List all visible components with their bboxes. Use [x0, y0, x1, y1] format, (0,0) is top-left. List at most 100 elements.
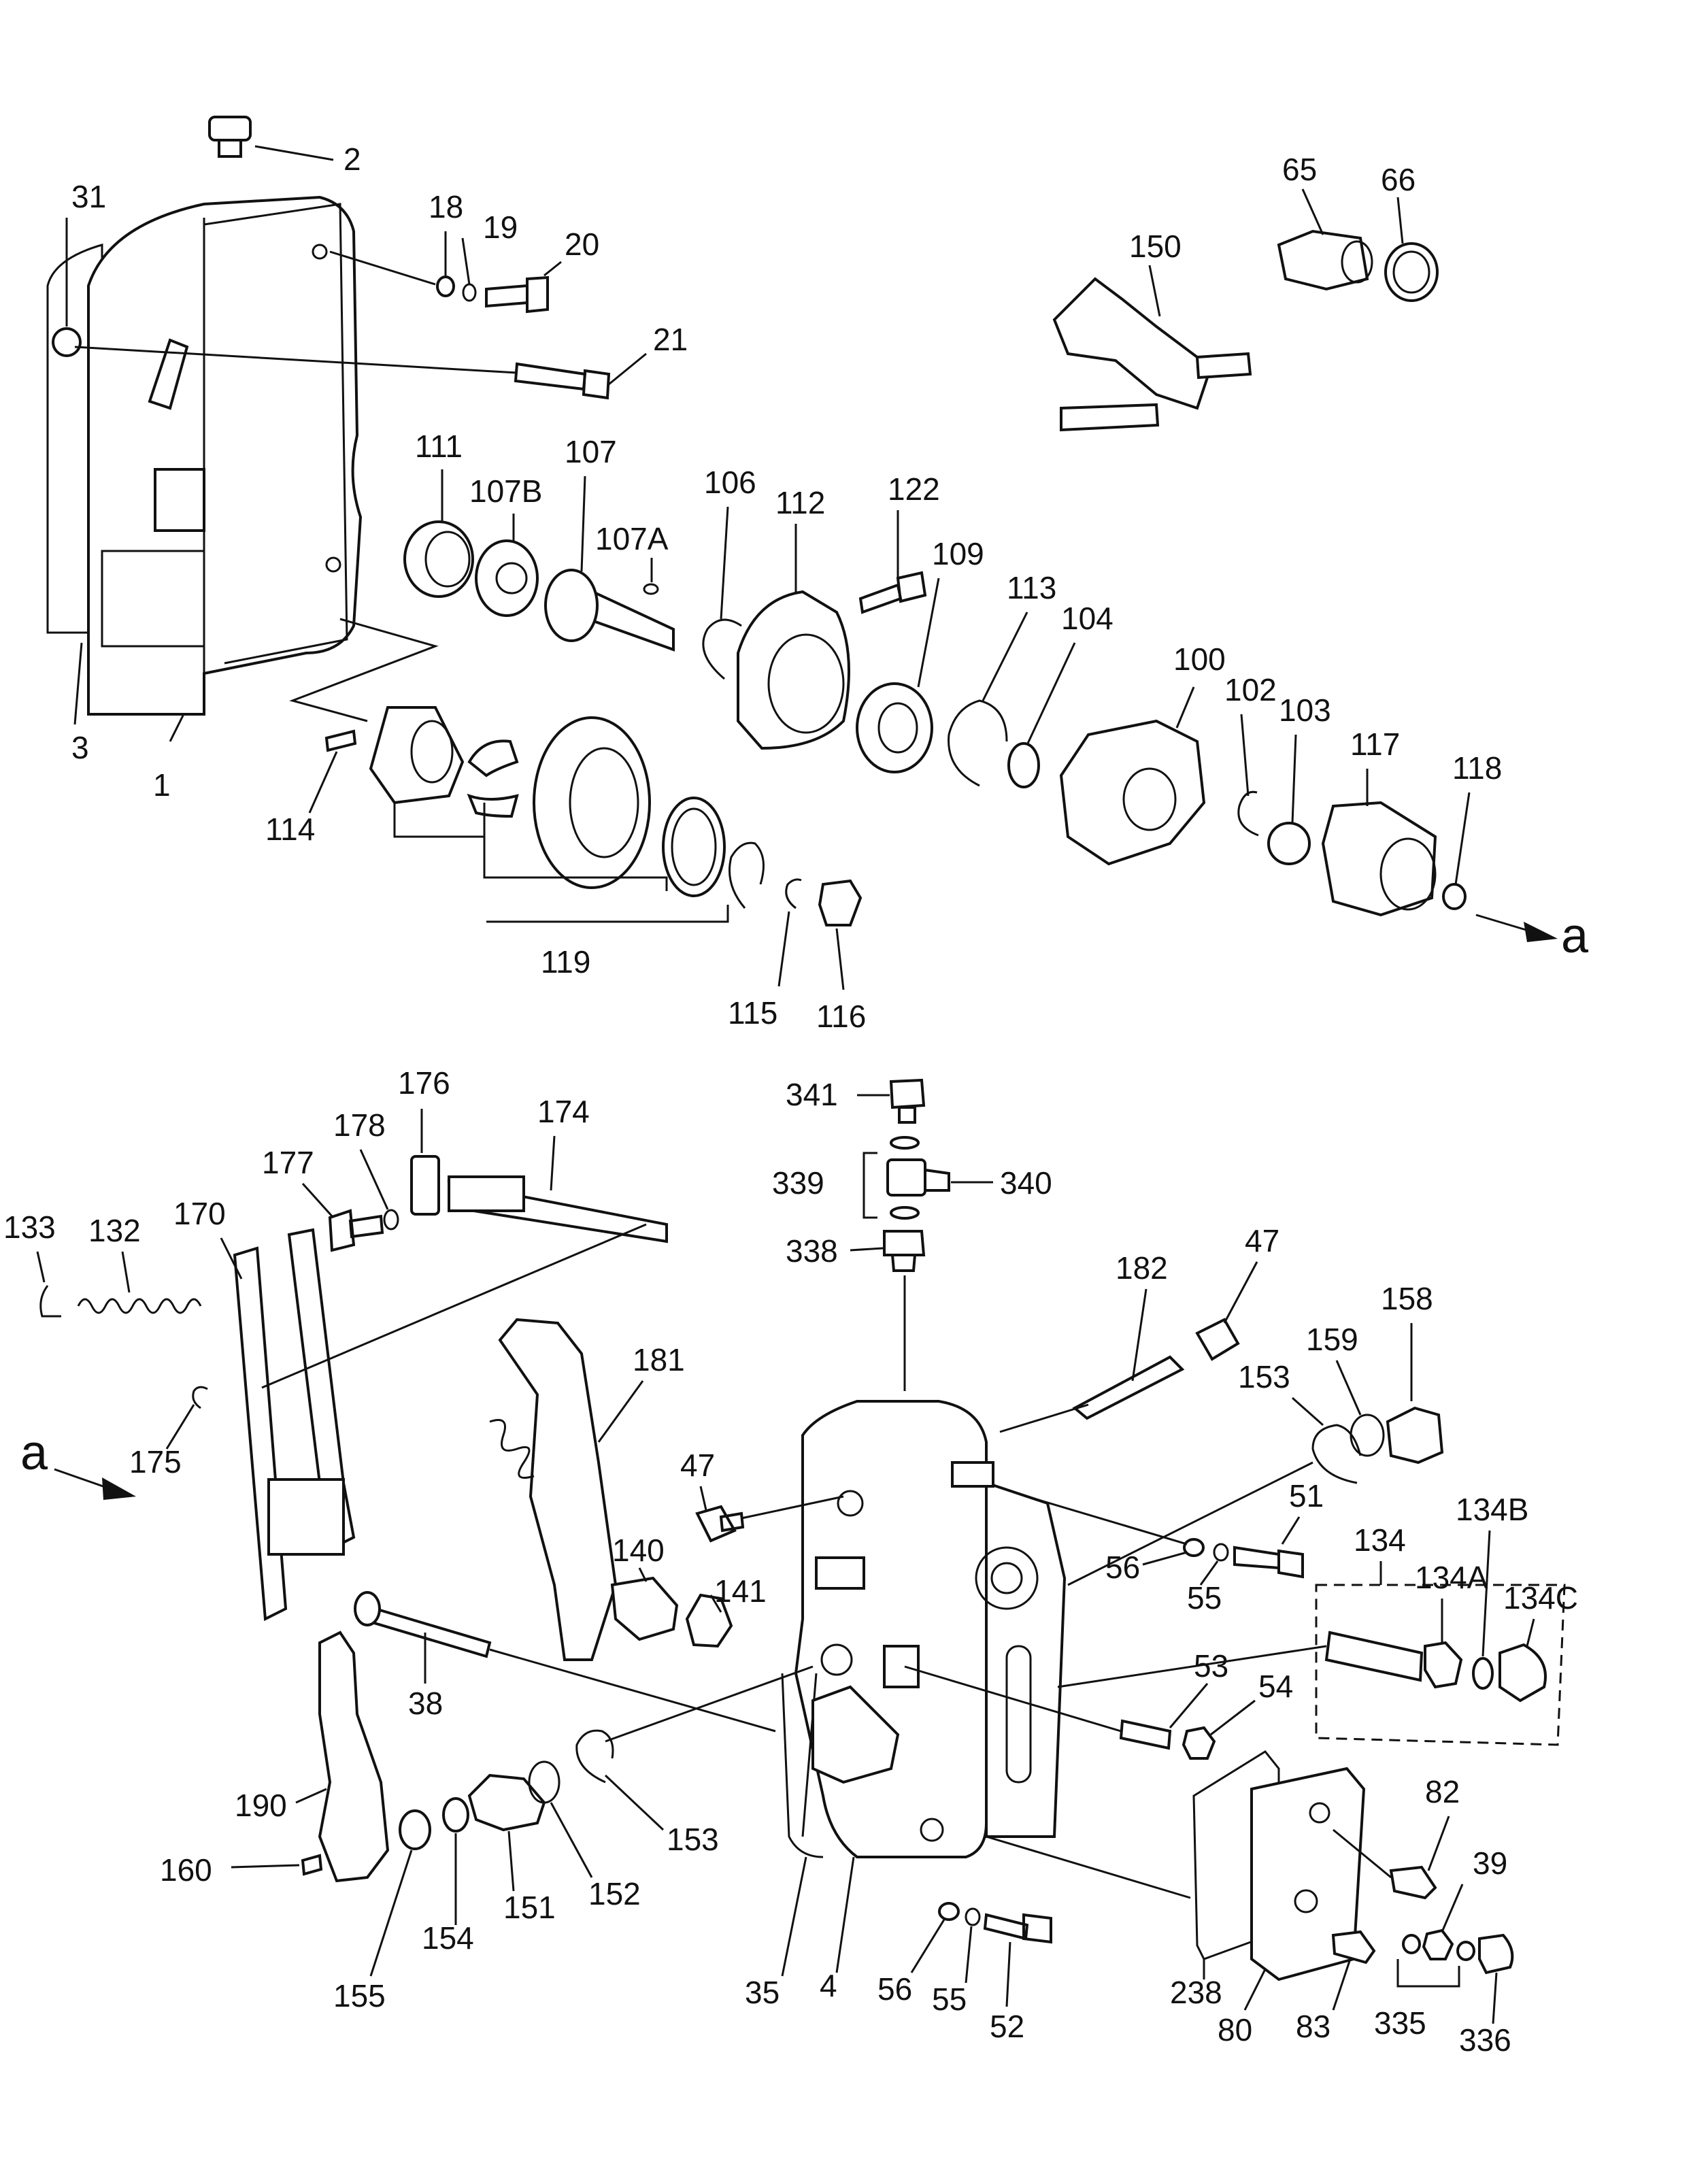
key-160 — [301, 1854, 323, 1876]
fitting-340 — [924, 1168, 950, 1192]
label-134B: 134B — [1456, 1492, 1528, 1527]
nut-134A — [1424, 1641, 1463, 1689]
label-51: 51 — [1289, 1478, 1324, 1514]
pump-housing-lever — [811, 1685, 900, 1784]
leader-83 — [1332, 1958, 1352, 2011]
callout-labels: 2 31 18 19 20 21 3 1 111 107B 107 107A 1… — [3, 141, 1589, 2058]
leader-54 — [1210, 1699, 1256, 1736]
label-238: 238 — [1170, 1975, 1222, 2010]
plate-174-end — [448, 1175, 525, 1212]
leader-118 — [1454, 792, 1471, 885]
label-106: 106 — [704, 465, 756, 500]
lever-150-pin-2 — [1195, 352, 1252, 380]
leader-82 — [1427, 1816, 1450, 1871]
label-56-bottom: 56 — [877, 1971, 912, 2007]
housing-hole-1 — [312, 244, 328, 260]
label-158: 158 — [1381, 1281, 1433, 1316]
washer-134B — [1472, 1657, 1494, 1690]
label-113: 113 — [1007, 570, 1056, 605]
label-150: 150 — [1129, 229, 1182, 264]
leader-190 — [295, 1788, 327, 1804]
leader-160 — [231, 1864, 300, 1869]
pump-housing-slot — [1005, 1645, 1032, 1784]
label-56-mid: 56 — [1105, 1550, 1140, 1585]
leader-134C — [1526, 1618, 1535, 1647]
leader-47a — [1223, 1261, 1258, 1324]
leader-159 — [1335, 1360, 1362, 1416]
leader-52 — [1005, 1941, 1011, 2007]
leader-link-182 — [999, 1403, 1089, 1433]
leader-53 — [1169, 1683, 1209, 1728]
nut-39 — [1422, 1928, 1454, 1960]
pump-housing-hole-1 — [837, 1490, 864, 1517]
washer-335b — [1456, 1941, 1475, 1961]
bolt-47a — [1195, 1318, 1240, 1361]
leader-132 — [121, 1251, 131, 1293]
key-107A — [643, 583, 659, 595]
label-117: 117 — [1350, 726, 1400, 762]
capnut-134C — [1498, 1643, 1547, 1703]
clip-175 — [192, 1386, 208, 1409]
leader-141 — [709, 1594, 722, 1613]
snap-ring-119 — [729, 841, 765, 909]
arrow-a2 — [102, 1477, 136, 1500]
label-341: 341 — [786, 1077, 838, 1112]
label-83: 83 — [1296, 2009, 1330, 2044]
leader-100 — [1175, 686, 1195, 729]
leader-3 — [73, 642, 83, 725]
leader-104 — [1026, 642, 1076, 746]
washer-339-top — [890, 1136, 920, 1150]
ring-66-inner — [1392, 250, 1430, 294]
label-132: 132 — [88, 1213, 141, 1248]
label-a-bottom: a — [20, 1426, 48, 1480]
label-21: 21 — [653, 322, 688, 357]
label-133: 133 — [3, 1209, 56, 1245]
leader-66 — [1396, 197, 1404, 244]
label-336: 336 — [1459, 2022, 1511, 2058]
snap-ring-102 — [1237, 790, 1259, 837]
washer-18 — [436, 275, 455, 297]
leader-56b — [910, 1919, 945, 1973]
label-155: 155 — [333, 1978, 386, 2013]
bolt-122 — [858, 571, 927, 614]
label-103: 103 — [1279, 692, 1331, 728]
bracket-339 — [863, 1152, 877, 1219]
oring-152 — [528, 1760, 560, 1804]
label-151: 151 — [503, 1890, 556, 1925]
label-177: 177 — [262, 1145, 314, 1180]
leader-21 — [608, 352, 647, 386]
label-118: 118 — [1452, 750, 1502, 786]
washer-335 — [1402, 1934, 1421, 1954]
ring-119-inner — [671, 807, 717, 886]
snap-ring-113 — [948, 699, 1008, 787]
label-31: 31 — [71, 179, 106, 214]
screw-134 — [1324, 1631, 1424, 1682]
label-159: 159 — [1306, 1322, 1358, 1357]
pump-housing-label-plate — [951, 1461, 994, 1488]
label-119: 119 — [541, 944, 590, 980]
label-100: 100 — [1173, 641, 1226, 677]
lockwasher-55b — [965, 1907, 981, 1926]
leader-55b — [965, 1926, 973, 1984]
pump-housing-bore — [975, 1546, 1039, 1610]
hub-119 — [369, 706, 465, 805]
lever-170 — [233, 1246, 288, 1622]
leader-4 — [835, 1856, 855, 1973]
leader-47b — [699, 1486, 707, 1511]
flange-housing-112 — [737, 590, 850, 750]
clip-133 — [39, 1285, 61, 1318]
label-115: 115 — [728, 995, 777, 1031]
leader-link-47b — [741, 1495, 844, 1520]
leader-133 — [36, 1251, 46, 1283]
pin-182 — [1072, 1355, 1185, 1420]
sleeve-117 — [1321, 801, 1437, 917]
leader-150 — [1148, 265, 1161, 317]
leader-109 — [917, 578, 940, 688]
leader-link-80 — [986, 1835, 1191, 1899]
leader-151 — [507, 1830, 515, 1892]
collar-116 — [818, 879, 863, 926]
leader-56a — [1142, 1551, 1188, 1566]
label-53: 53 — [1194, 1648, 1228, 1684]
governor-housing-1 — [87, 195, 363, 716]
